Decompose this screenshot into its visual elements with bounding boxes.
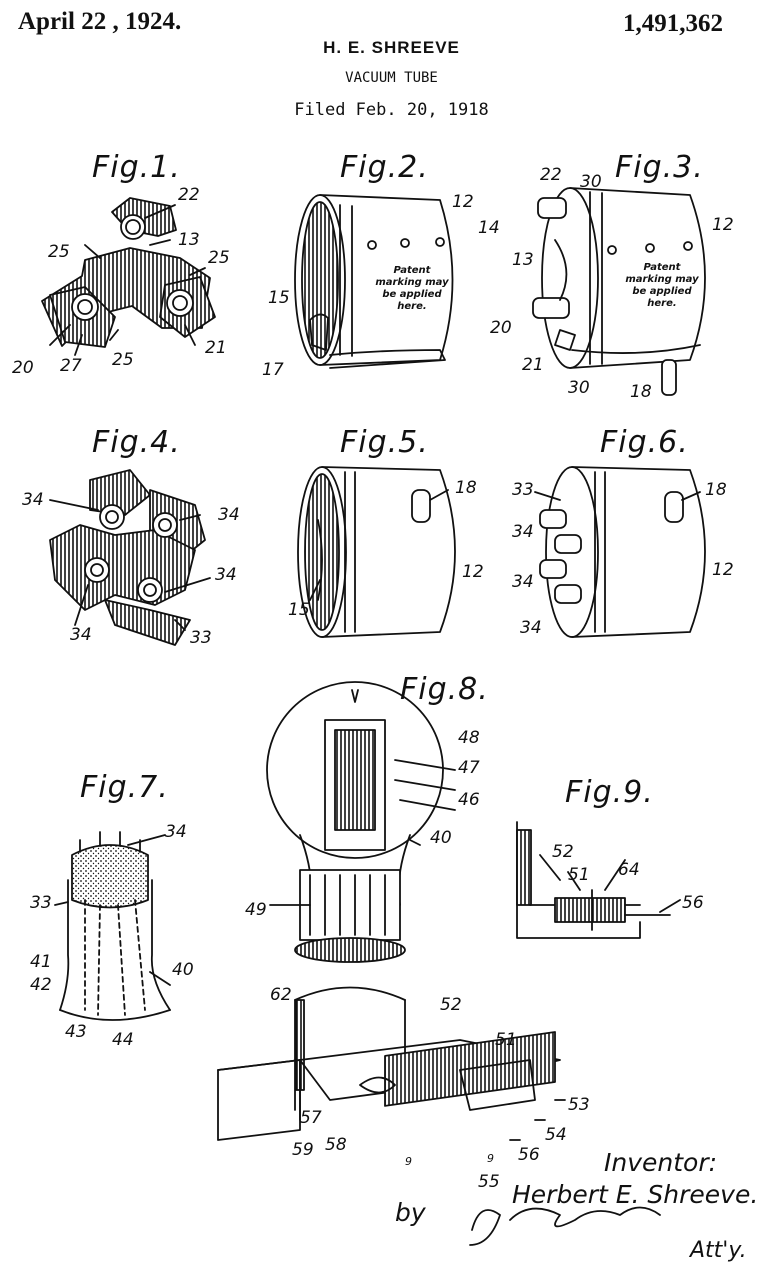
fig8-ref: 47 bbox=[458, 758, 480, 778]
fig8-ref: 40 bbox=[430, 828, 452, 848]
fig7-ref: 43 bbox=[65, 1022, 87, 1042]
fig2-ref: 14 bbox=[478, 218, 500, 238]
fig1-drawing bbox=[41, 197, 216, 356]
fig1-ref: 25 bbox=[112, 350, 134, 370]
fig4-ref: 34 bbox=[215, 565, 237, 585]
filed-date: Filed Feb. 20, 1918 bbox=[294, 100, 489, 120]
fig7-ref: 41 bbox=[30, 952, 52, 972]
fig7-ref: 33 bbox=[30, 893, 52, 913]
fig3-drawing bbox=[532, 187, 706, 396]
fig9-ref: 52 bbox=[552, 842, 574, 862]
fig6-ref: 12 bbox=[712, 560, 734, 580]
fig2-ref: 15 bbox=[268, 288, 290, 308]
fig8-ref: 46 bbox=[458, 790, 480, 810]
fig9-ref: 64 bbox=[618, 860, 640, 880]
fig2-drawing bbox=[294, 194, 454, 369]
fig9-ref: 51 bbox=[568, 865, 590, 885]
fig7-ref: 42 bbox=[30, 975, 52, 995]
fig6-drawing bbox=[534, 466, 706, 638]
fig5-label: Fig.5. bbox=[340, 425, 429, 460]
fig7-label: Fig.7. bbox=[80, 770, 169, 805]
fig3-ref: 20 bbox=[490, 318, 512, 338]
fig2-label: Fig.2. bbox=[340, 150, 429, 185]
fig3-ref: 30 bbox=[580, 172, 602, 192]
patent-date: April 22 , 1924. bbox=[18, 8, 182, 35]
fig4-label: Fig.4. bbox=[92, 425, 181, 460]
fig8-ref: 49 bbox=[245, 900, 267, 920]
fig8-drawing bbox=[217, 681, 566, 1141]
fig4-drawing bbox=[49, 469, 211, 646]
fig3-ref: 13 bbox=[512, 250, 534, 270]
fig1-label: Fig.1. bbox=[92, 150, 181, 185]
fig1-ref: 13 bbox=[178, 230, 200, 250]
fig2-note: Patent marking may be applied here. bbox=[375, 265, 449, 312]
fig1-ref: 27 bbox=[60, 356, 82, 376]
fig3-label: Fig.3. bbox=[615, 150, 704, 185]
fig8-ref: 51 bbox=[495, 1030, 517, 1050]
fig7-ref: 40 bbox=[172, 960, 194, 980]
fig6-ref: 34 bbox=[512, 522, 534, 542]
attorney-signature-scribble bbox=[469, 1206, 661, 1246]
fig8-ref: 53 bbox=[568, 1095, 590, 1115]
by-label: by bbox=[395, 1198, 426, 1227]
fig3-ref: 18 bbox=[630, 382, 652, 402]
fig6-ref: 18 bbox=[705, 480, 727, 500]
fig1-ref: 22 bbox=[178, 185, 200, 205]
fig6-label: Fig.6. bbox=[600, 425, 689, 460]
fig1-ref: 21 bbox=[205, 338, 227, 358]
fig5-ref: 18 bbox=[455, 478, 477, 498]
patent-title: VACUUM TUBE bbox=[345, 70, 438, 86]
fig3-note: Patent marking may be applied here. bbox=[625, 262, 699, 309]
inventor-label: Inventor: bbox=[604, 1148, 718, 1177]
fig1-ref: 25 bbox=[48, 242, 70, 262]
fig1-ref: 20 bbox=[12, 358, 34, 378]
fig6-ref: 34 bbox=[512, 572, 534, 592]
fig2-ref: 12 bbox=[452, 192, 474, 212]
fig8-label: Fig.8. bbox=[400, 672, 489, 707]
fig8-ref: 62 bbox=[270, 985, 292, 1005]
fig7-drawing bbox=[54, 831, 171, 1021]
fig8-ref: 52 bbox=[440, 995, 462, 1015]
fig7-ref: 34 bbox=[165, 822, 187, 842]
fig3-ref: 22 bbox=[540, 165, 562, 185]
fig8-ref: 54 bbox=[545, 1125, 567, 1145]
fig8-ref: 58 bbox=[325, 1135, 347, 1155]
fig8-ref: 55 bbox=[478, 1172, 500, 1192]
fig3-ref: 21 bbox=[522, 355, 544, 375]
fig5-ref: 15 bbox=[288, 600, 310, 620]
patent-number: 1,491,362 bbox=[623, 10, 723, 37]
attorney-abbr: Att'y. bbox=[690, 1238, 747, 1263]
fig4-ref: 33 bbox=[190, 628, 212, 648]
fig7-ref: 44 bbox=[112, 1030, 134, 1050]
fig9-label: Fig.9. bbox=[565, 775, 654, 810]
fig8-ref: 57 bbox=[300, 1108, 322, 1128]
fig6-ref: 33 bbox=[512, 480, 534, 500]
fig8-section-mark: 9 bbox=[405, 1155, 412, 1168]
inventor-name: H. E. SHREEVE bbox=[323, 38, 460, 57]
fig4-ref: 34 bbox=[70, 625, 92, 645]
fig8-ref: 48 bbox=[458, 728, 480, 748]
fig9-drawing bbox=[516, 821, 681, 939]
fig6-ref: 34 bbox=[520, 618, 542, 638]
fig8-section-mark: 9 bbox=[487, 1152, 494, 1165]
fig5-ref: 12 bbox=[462, 562, 484, 582]
fig5-drawing bbox=[297, 466, 456, 638]
fig8-ref: 59 bbox=[292, 1140, 314, 1160]
fig8-ref: 56 bbox=[518, 1145, 540, 1165]
fig3-ref: 12 bbox=[712, 215, 734, 235]
fig4-ref: 34 bbox=[22, 490, 44, 510]
fig9-ref: 56 bbox=[682, 893, 704, 913]
inventor-signature: Herbert E. Shreeve. bbox=[512, 1180, 759, 1209]
fig3-ref: 30 bbox=[568, 378, 590, 398]
fig1-ref: 25 bbox=[208, 248, 230, 268]
fig2-ref: 17 bbox=[262, 360, 284, 380]
fig4-ref: 34 bbox=[218, 505, 240, 525]
